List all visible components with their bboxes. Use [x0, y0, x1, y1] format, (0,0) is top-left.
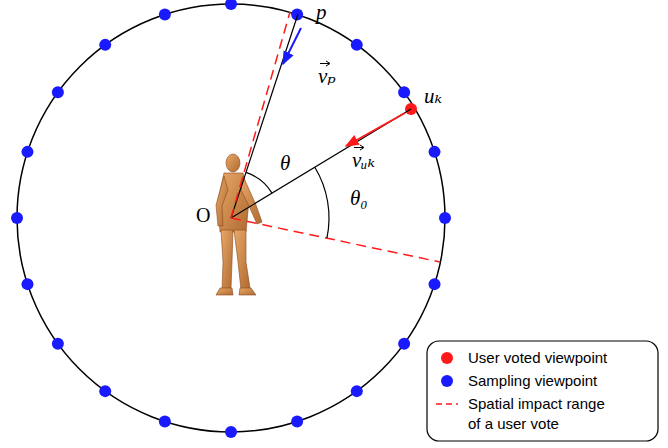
radius-line [231, 14, 298, 218]
legend-entry: Sampling viewpoint [434, 371, 597, 391]
angle-arc [246, 172, 272, 193]
sampling-viewpoint [21, 278, 33, 290]
sampling-viewpoint [429, 146, 441, 158]
angle-name: θ [280, 153, 290, 174]
sampling-viewpoint [99, 385, 111, 397]
sampling-viewpoint [225, 0, 237, 10]
sampling-viewpoint [398, 338, 410, 350]
vector-name: vₚ [318, 66, 336, 87]
viewpoint-name: p [316, 2, 327, 23]
sampling-viewpoint [291, 416, 303, 428]
angle-arc [315, 167, 329, 238]
legend-text: User voted viewpoint [468, 348, 607, 368]
sampling-viewpoint [159, 416, 171, 428]
sampling-viewpoint [351, 385, 363, 397]
sampling-viewpoint [11, 212, 23, 224]
sampling-viewpoint [159, 8, 171, 20]
sampling-viewpoint [225, 426, 237, 438]
legend-text: Spatial impact range of a user vote [468, 394, 618, 434]
legend-entry: User voted viewpoint [434, 348, 607, 368]
sampling-viewpoint [439, 212, 451, 224]
sampling-viewpoint [99, 39, 111, 51]
vector-name: vᵤₖ [352, 150, 375, 171]
sampling-viewpoint [291, 8, 303, 20]
legend-frame [427, 341, 658, 441]
human-figure [216, 154, 262, 295]
legend-swatch [434, 371, 460, 391]
legend-text: Sampling viewpoint [468, 371, 597, 391]
origin-name: O [196, 205, 210, 225]
sampling-viewpoint [52, 338, 64, 350]
view-vector [283, 28, 301, 64]
impact-range-line [231, 218, 440, 262]
vector-arrow [353, 144, 365, 151]
sampling-viewpoint [429, 278, 441, 290]
sampling-circle [17, 4, 445, 432]
legend-dash-sample [434, 394, 460, 414]
angle-name: θ₀ [350, 188, 368, 209]
legend-swatch [434, 348, 460, 368]
vector-arrow [319, 60, 331, 67]
legend-entry: Spatial impact range of a user vote [434, 394, 618, 434]
sampling-viewpoint [398, 86, 410, 98]
viewpoint-name: uₖ [424, 86, 442, 107]
view-vector [346, 113, 405, 146]
impact-range-line [231, 12, 290, 218]
sampling-viewpoint [21, 146, 33, 158]
sampling-viewpoint [351, 39, 363, 51]
sampling-viewpoint [52, 86, 64, 98]
